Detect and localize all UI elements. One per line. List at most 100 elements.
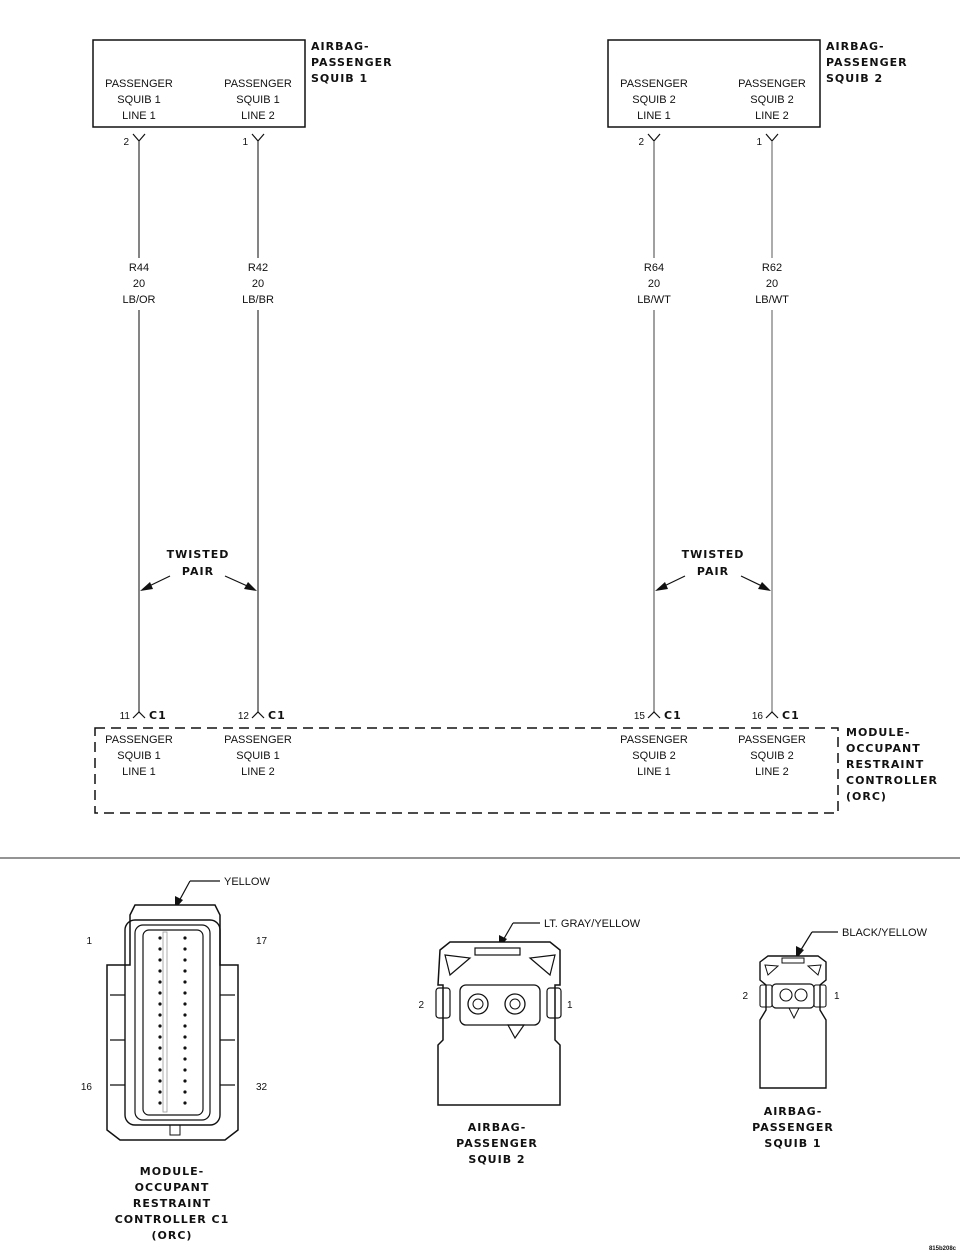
wire-r44-gauge: 20 — [133, 278, 145, 290]
orc-line-11-label-2: SQUIB 1 — [117, 750, 160, 762]
pin-cavity — [158, 1090, 162, 1094]
orc-pin-16: 16 — [752, 711, 764, 722]
orc-line-16-label-2: SQUIB 2 — [750, 750, 793, 762]
squib1-connector-view: BLACK/YELLOW 2 1 AIRBAG- PASSENGER SQUIB… — [742, 927, 927, 1150]
pin-cavity — [183, 969, 187, 973]
squib2-line1-label-1: PASSENGER — [620, 78, 688, 90]
pin-cavity — [183, 1090, 187, 1094]
orc-c1-title-4: CONTROLLER C1 — [115, 1213, 230, 1226]
pin-cavity — [183, 1101, 187, 1105]
squib1-connector-title-2: PASSENGER — [752, 1121, 834, 1134]
orc-line-15-label-1: PASSENGER — [620, 734, 688, 746]
squib1-line1-label-3: LINE 1 — [122, 110, 156, 122]
wire-r44: R44 20 LB/OR — [122, 133, 156, 719]
pin-cavity — [183, 1068, 187, 1072]
pin-cavity — [158, 969, 162, 973]
orc-connector-c1-c: C1 — [664, 709, 682, 722]
pin-cavity — [183, 1035, 187, 1039]
pin-cavity — [158, 980, 162, 984]
pin-cavity — [183, 1057, 187, 1061]
pin-cavity — [158, 1101, 162, 1105]
wire-r62: R62 20 LB/WT — [755, 133, 789, 719]
orc-c1-pin-16: 16 — [81, 1082, 93, 1093]
twisted-pair-left-label-1: TWISTED — [167, 548, 230, 561]
orc-line-15-label-3: LINE 1 — [637, 766, 671, 778]
orc-c1-title-3: RESTRAINT — [133, 1197, 211, 1210]
twisted-pair-right: TWISTED PAIR — [655, 548, 771, 591]
orc-title-5: (ORC) — [846, 790, 887, 803]
squib1-line2-label-1: PASSENGER — [224, 78, 292, 90]
orc-c1-pin-32: 32 — [256, 1082, 268, 1093]
squib1-connector-title-3: SQUIB 1 — [764, 1137, 821, 1150]
orc-title-4: CONTROLLER — [846, 774, 938, 787]
squib1-title-1: AIRBAG- — [311, 40, 370, 53]
pin-cavity — [183, 958, 187, 962]
orc-title-2: OCCUPANT — [846, 742, 921, 755]
wire-r42-color: LB/BR — [242, 294, 274, 306]
orc-c1-color-label: YELLOW — [224, 876, 270, 888]
squib1-title-3: SQUIB 1 — [311, 72, 368, 85]
pin-cavity — [158, 1024, 162, 1028]
pin-cavity — [158, 1002, 162, 1006]
twisted-pair-right-label-2: PAIR — [697, 565, 729, 578]
orc-line-16-label-3: LINE 2 — [755, 766, 789, 778]
pin-cavity — [158, 1079, 162, 1083]
orc-line-12-label-3: LINE 2 — [241, 766, 275, 778]
pin-cavity — [158, 936, 162, 940]
squib2-title-3: SQUIB 2 — [826, 72, 883, 85]
wire-r64-gauge: 20 — [648, 278, 660, 290]
squib1-line1-label-2: SQUIB 1 — [117, 94, 160, 106]
orc-pin-11: 11 — [120, 711, 131, 722]
squib1-connector-color-label: BLACK/YELLOW — [842, 927, 928, 939]
wire-r42-gauge: 20 — [252, 278, 264, 290]
orc-c1-title-5: (ORC) — [152, 1229, 193, 1242]
orc-line-15-label-2: SQUIB 2 — [632, 750, 675, 762]
squib1-connector-pin-2: 2 — [742, 991, 748, 1002]
twisted-pair-right-label-1: TWISTED — [682, 548, 745, 561]
pin-cavity — [158, 947, 162, 951]
squib1-pin-1: 1 — [242, 137, 248, 148]
squib2-line2-label-3: LINE 2 — [755, 110, 789, 122]
twisted-pair-left-label-2: PAIR — [182, 565, 214, 578]
squib2-line2-label-2: SQUIB 2 — [750, 94, 793, 106]
squib1-line1-label-1: PASSENGER — [105, 78, 173, 90]
orc-c1-pin-cavities — [158, 936, 187, 1105]
pin-cavity — [183, 947, 187, 951]
squib1-title-2: PASSENGER — [311, 56, 393, 69]
squib2-connector-view: LT. GRAY/YELLOW 2 1 AIRBAG- PASSENGER SQ… — [418, 918, 640, 1166]
wire-r64-color: LB/WT — [637, 294, 671, 306]
squib2-connector-color-label: LT. GRAY/YELLOW — [544, 918, 641, 930]
squib2-pin-2: 2 — [638, 137, 644, 148]
orc-line-16-label-1: PASSENGER — [738, 734, 806, 746]
wire-r42-circuit: R42 — [248, 262, 268, 274]
wire-r64: R64 20 LB/WT — [637, 133, 671, 719]
wire-r62-color: LB/WT — [755, 294, 789, 306]
squib1-component: AIRBAG- PASSENGER SQUIB 1 PASSENGER SQUI… — [92, 39, 393, 148]
squib2-title-1: AIRBAG- — [826, 40, 885, 53]
pin-cavity — [183, 1079, 187, 1083]
squib2-title-2: PASSENGER — [826, 56, 908, 69]
orc-title-3: RESTRAINT — [846, 758, 924, 771]
orc-line-11-label-3: LINE 1 — [122, 766, 156, 778]
twisted-pair-left: TWISTED PAIR — [140, 548, 257, 591]
squib2-line1-label-2: SQUIB 2 — [632, 94, 675, 106]
wire-r44-color: LB/OR — [122, 294, 155, 306]
orc-c1-pin-17: 17 — [256, 936, 268, 947]
wire-r62-gauge: 20 — [766, 278, 778, 290]
squib2-line2-label-1: PASSENGER — [738, 78, 806, 90]
orc-connector-c1-d: C1 — [782, 709, 800, 722]
squib2-connector-title-1: AIRBAG- — [468, 1121, 527, 1134]
pin-cavity — [183, 1024, 187, 1028]
pin-cavity — [158, 1046, 162, 1050]
squib1-line2-label-3: LINE 2 — [241, 110, 275, 122]
orc-c1-title-1: MODULE- — [140, 1165, 204, 1178]
wire-r64-circuit: R64 — [644, 262, 664, 274]
orc-c1-title-2: OCCUPANT — [135, 1181, 210, 1194]
orc-pin-15: 15 — [634, 711, 646, 722]
squib2-connector-pin-1: 1 — [567, 1000, 573, 1011]
pin-cavity — [183, 1013, 187, 1017]
pin-cavity — [183, 980, 187, 984]
orc-line-11-label-1: PASSENGER — [105, 734, 173, 746]
orc-pin-12: 12 — [238, 711, 250, 722]
